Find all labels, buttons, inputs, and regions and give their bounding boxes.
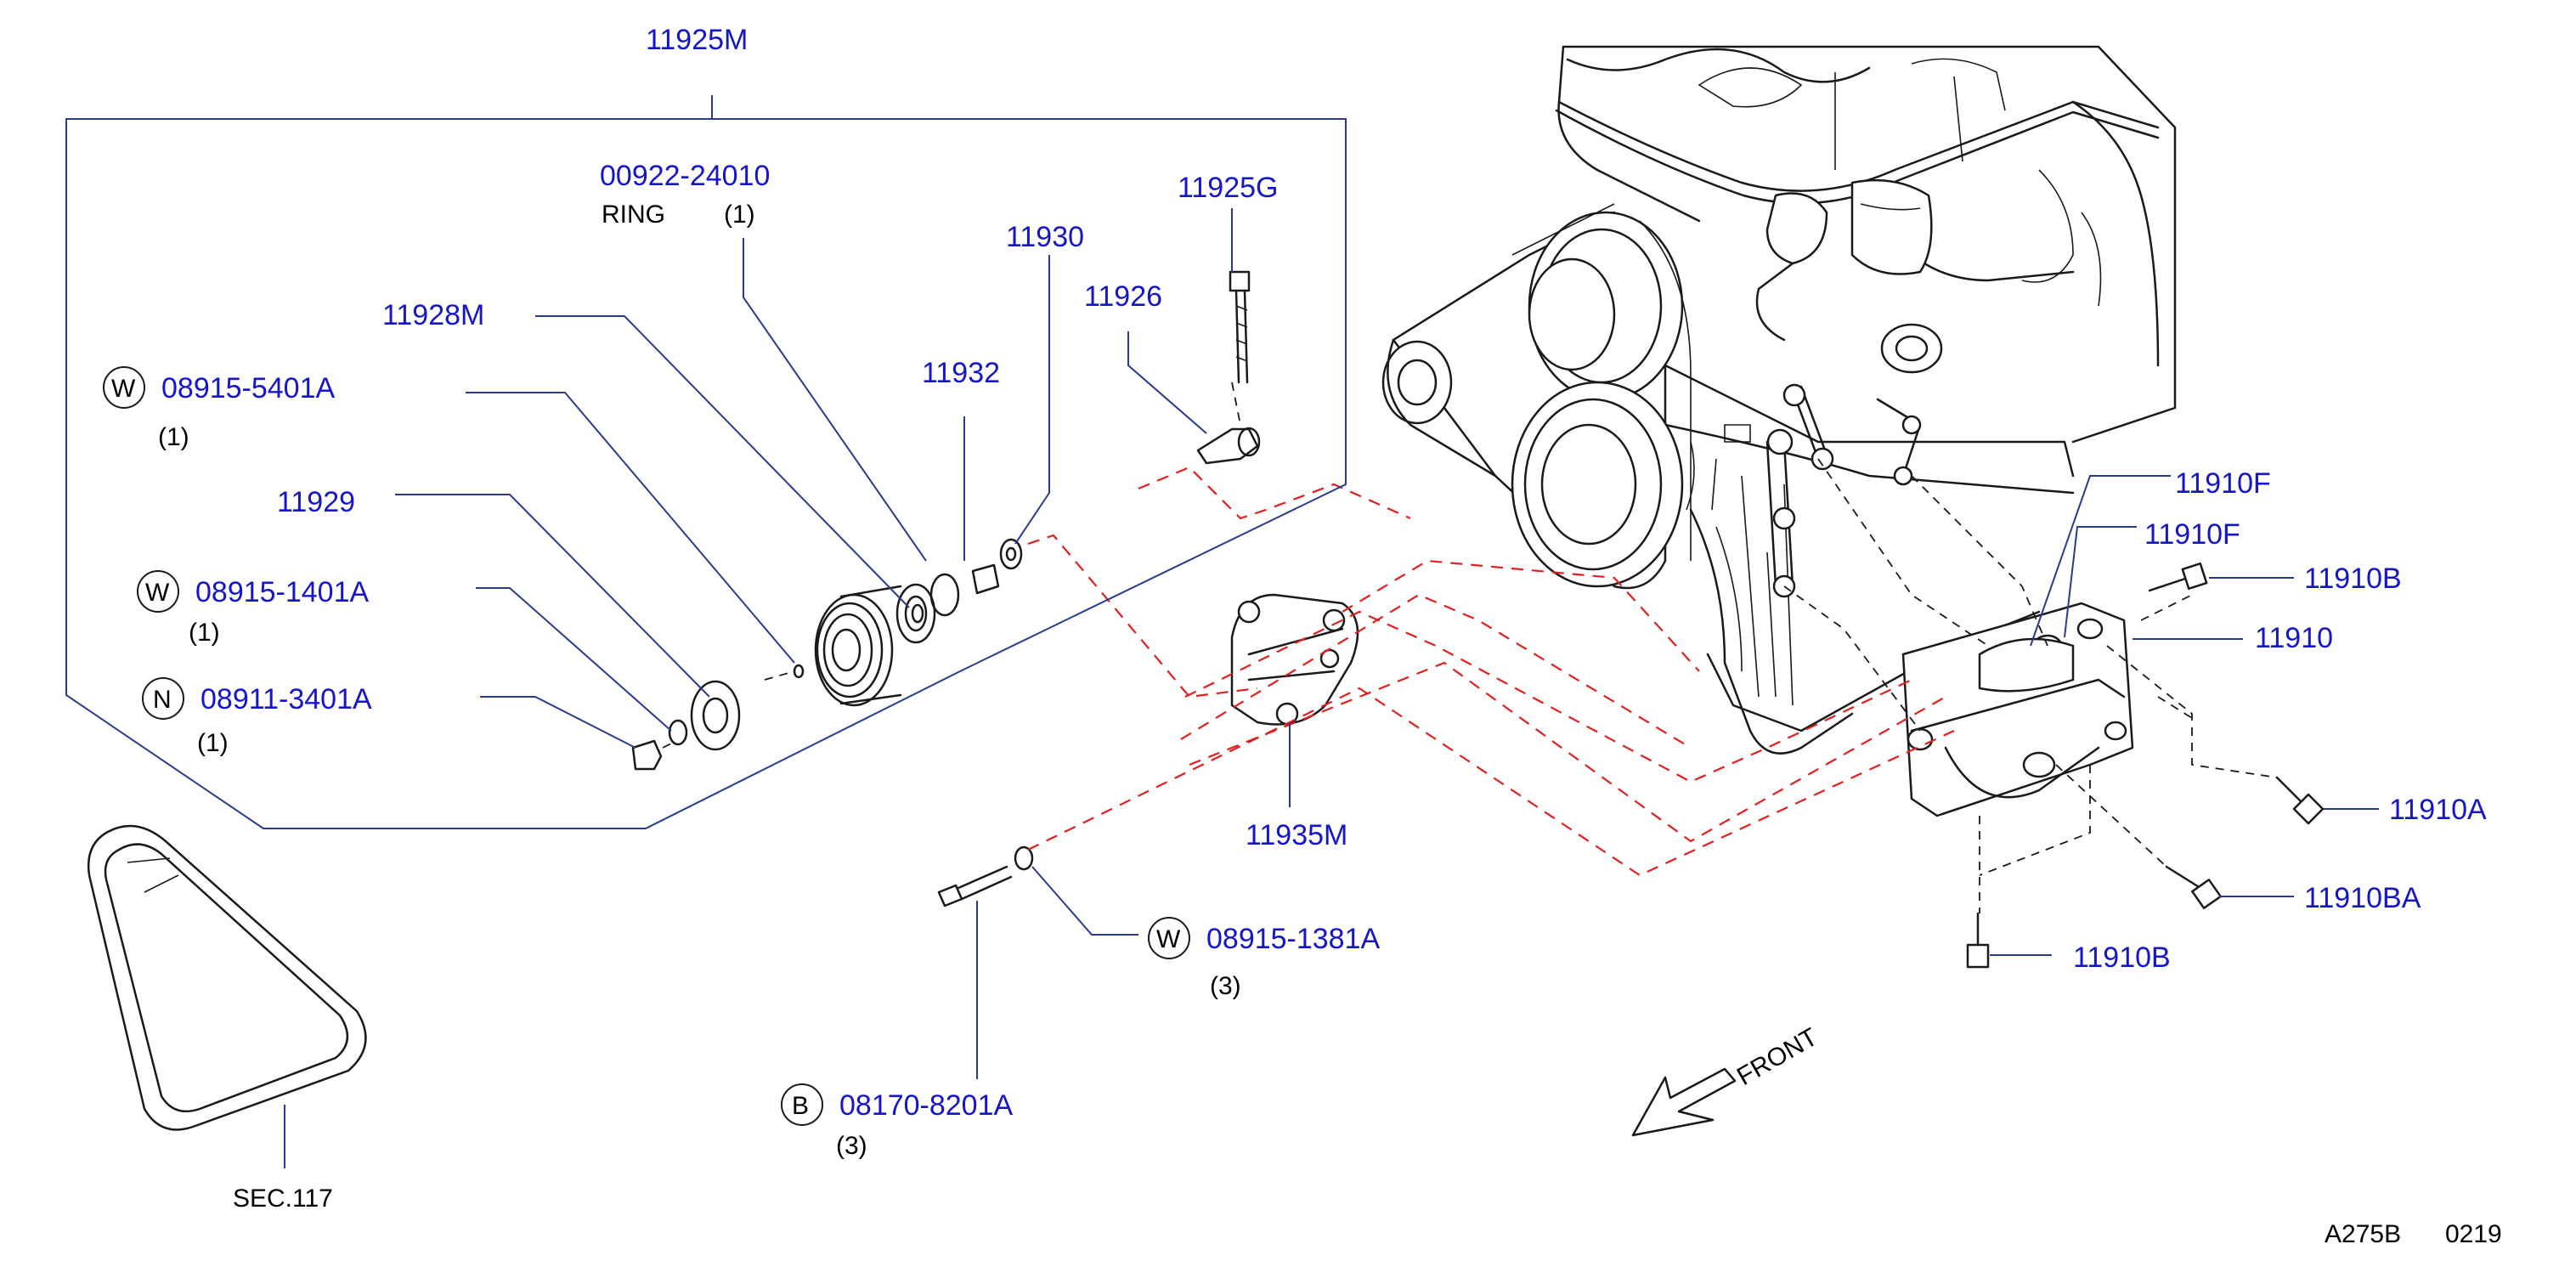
bolt-11910B-bottom-drawing — [1966, 912, 1990, 969]
part-11932[interactable]: 11932 — [922, 357, 1000, 389]
bolt-11910B-top-drawing — [2148, 562, 2208, 592]
part-11910B-upper[interactable]: 11910B — [2304, 563, 2402, 595]
diagram-code: A275B — [2325, 1220, 2401, 1248]
part-11910[interactable]: 11910 — [2255, 622, 2333, 654]
callout-part-number[interactable]: 08915-5401A — [161, 372, 336, 404]
ring-qty: (1) — [724, 201, 755, 229]
part-11935M[interactable]: 11935M — [1246, 819, 1347, 851]
callout-w3[interactable]: W 08915-1381A (3) — [1148, 917, 1381, 1000]
bolt-08170-8201A-drawing — [937, 865, 1013, 908]
part-11928M[interactable]: 11928M — [382, 299, 484, 331]
bolt-symbol-icon — [781, 1083, 823, 1126]
callout-part-number[interactable]: 08915-1381A — [1206, 923, 1381, 955]
callout-qty: (3) — [836, 1132, 867, 1160]
bracket-11935M-drawing — [1230, 593, 1359, 726]
washer-symbol-icon — [1148, 917, 1190, 959]
callout-letter: W — [145, 579, 170, 607]
ring-00922-drawing — [929, 573, 960, 617]
assembly-lines-black — [1783, 458, 2278, 913]
callout-qty: (1) — [158, 423, 189, 451]
part-11910B-lower[interactable]: 11910B — [2073, 942, 2171, 974]
washer-08915-1401A-drawing — [668, 719, 688, 746]
phantom-lines-red — [1027, 466, 1955, 877]
adjust-bolt-11925G-drawing — [1229, 270, 1251, 384]
washer-08915-5401A-drawing — [793, 664, 805, 679]
part-11930[interactable]: 11930 — [1006, 221, 1084, 253]
callout-qty: (1) — [189, 619, 220, 647]
washer-symbol-icon — [137, 570, 179, 613]
callout-w1[interactable]: W 08915-5401A (1) — [103, 366, 336, 451]
callout-letter: W — [111, 375, 136, 403]
leader-lines — [284, 208, 2379, 1168]
callout-letter: B — [792, 1092, 809, 1120]
washer-symbol-icon — [103, 366, 145, 409]
adjust-nut-11926-drawing — [1196, 427, 1261, 465]
nut-symbol-icon — [142, 677, 184, 720]
callout-n1[interactable]: N 08911-3401A (1) — [142, 677, 372, 757]
callout-part-number[interactable]: 08911-3401A — [201, 683, 372, 715]
part-11929[interactable]: 11929 — [277, 486, 355, 518]
callout-qty: (3) — [1210, 972, 1241, 1000]
spacer-11932-drawing — [971, 563, 1000, 595]
callout-letter: W — [1156, 925, 1181, 953]
callout-part-number[interactable]: 08915-1401A — [195, 576, 370, 608]
drive-belt-drawing — [87, 824, 367, 1131]
part-11910A[interactable]: 11910A — [2389, 794, 2487, 826]
part-11926[interactable]: 11926 — [1084, 280, 1162, 313]
engine-block-drawing — [1381, 45, 2177, 755]
crank-pulley-drawing — [1381, 203, 1692, 590]
callout-w2[interactable]: W 08915-1401A (1) — [137, 570, 370, 647]
callout-b1[interactable]: B 08170-8201A (3) — [781, 1083, 1014, 1160]
bearing-11928M-drawing — [895, 583, 936, 644]
callout-letter: N — [153, 686, 172, 714]
group-box-11925M — [65, 95, 1347, 829]
part-11910F-lower[interactable]: 11910F — [2144, 518, 2240, 551]
ring-part-number[interactable]: 00922-24010 — [600, 160, 770, 192]
front-arrow-icon — [1631, 1067, 1737, 1137]
diagram-date-code: 0219 — [2445, 1220, 2502, 1248]
bolt-11910A-drawing — [2275, 776, 2325, 825]
part-11910F-upper[interactable]: 11910F — [2175, 467, 2271, 500]
cover-11929-drawing — [690, 680, 741, 751]
part-11925G[interactable]: 11925G — [1178, 172, 1278, 204]
group-label[interactable]: 11925M — [646, 24, 748, 56]
front-label: FRONT — [1732, 1023, 1822, 1091]
bolt-11910BA-drawing — [2165, 865, 2222, 909]
callout-qty: (1) — [197, 729, 229, 757]
idler-pulley-11928M-drawing — [814, 585, 902, 707]
washer-11930-drawing — [999, 538, 1023, 570]
ring-name: RING — [602, 201, 665, 229]
bracket-11910-drawing — [1901, 602, 2134, 817]
nut-08911-drawing — [631, 739, 663, 771]
callout-part-number[interactable]: 08170-8201A — [839, 1089, 1014, 1122]
washer-08915-1381A-drawing — [1014, 845, 1034, 871]
part-11910BA[interactable]: 11910BA — [2304, 882, 2421, 914]
belt-section-reference[interactable]: SEC.117 — [233, 1185, 333, 1213]
